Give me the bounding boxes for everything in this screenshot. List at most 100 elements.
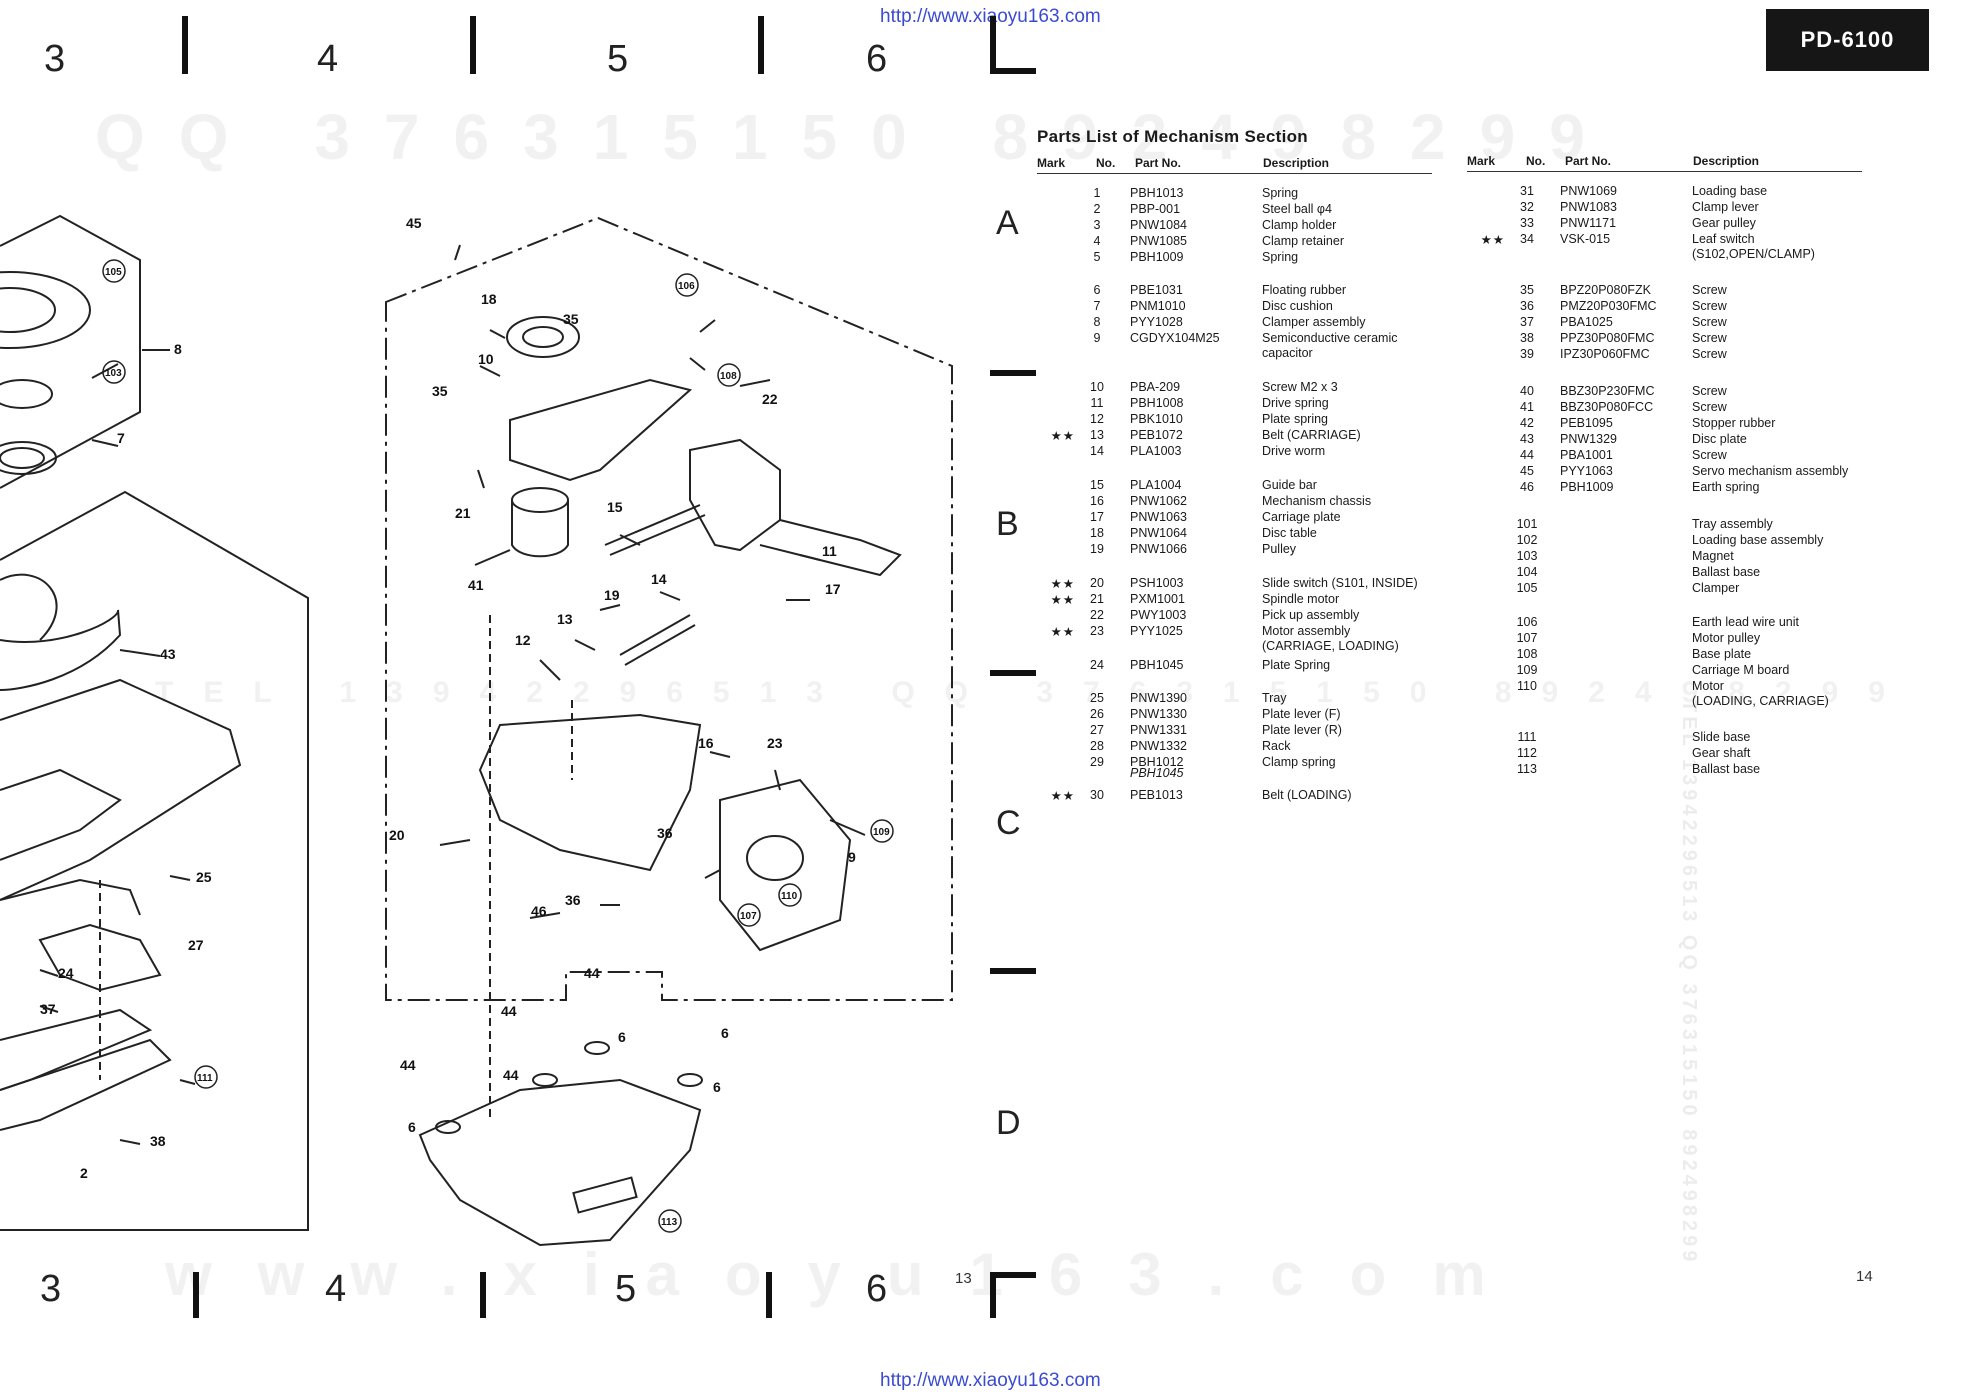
zone-number-top: 3 (44, 38, 66, 80)
number-cell: 43 (1520, 432, 1534, 446)
description-cell: Mechanism chassis (1262, 494, 1372, 508)
description-cell: Clamper (1692, 581, 1740, 595)
zone-letter: C (996, 804, 1021, 842)
description-cell-continued: capacitor (1262, 346, 1313, 360)
header-rule-left (1037, 173, 1432, 174)
column-header-no: No. (1096, 156, 1116, 170)
zone-divider (182, 16, 188, 74)
diagram-callout-label: 14 (651, 571, 667, 587)
parts-row: 111 Slide base (1467, 730, 1887, 760)
zone-divider (193, 1272, 199, 1318)
part-number-cell: PBA-209 (1130, 380, 1181, 394)
part-number-cell: CGDYX104M25 (1130, 331, 1220, 345)
number-cell: 46 (1520, 480, 1534, 494)
number-cell: 11 (1090, 396, 1104, 410)
diagram-callout-label: 20 (389, 827, 405, 843)
diagram-callout-label: 103 (105, 368, 122, 379)
column-header-mark: Mark (1037, 156, 1066, 170)
part-number-cell: PNW1063 (1130, 510, 1187, 524)
part-number-cell: PNW1066 (1130, 542, 1187, 556)
mark-cell: ★★ (1050, 789, 1075, 803)
part-number-cell: PBP-001 (1130, 202, 1181, 216)
description-cell: Slide switch (S101, INSIDE) (1262, 576, 1418, 590)
callout-circle (102, 360, 126, 384)
diagram-callout-label: 6 (713, 1079, 721, 1095)
number-cell: 4 (1093, 234, 1101, 248)
zone-corner (990, 1272, 1036, 1278)
number-cell: 23 (1090, 624, 1104, 638)
part-number-cell: PMZ20P030FMC (1560, 299, 1657, 313)
watermark-bottom: www.xiaoyu163.com (165, 1241, 1532, 1308)
number-cell: 17 (1090, 510, 1104, 524)
description-cell: Plate Spring (1262, 658, 1331, 672)
number-cell: 112 (1517, 746, 1537, 760)
model-badge: PD-6100 (1766, 9, 1929, 71)
number-cell: 35 (1520, 283, 1534, 297)
diagram-callout-label: 107 (740, 911, 757, 922)
number-cell: 108 (1516, 647, 1538, 661)
diagram-callout-label: 23 (767, 735, 783, 751)
part-number-cell: BBZ30P080FCC (1560, 400, 1654, 414)
watermark-top: QQ 376315150 892498299 (95, 101, 1619, 173)
part-number-cell: PEB1013 (1130, 788, 1183, 802)
description-cell: Drive spring (1262, 396, 1329, 410)
zone-divider (480, 1272, 486, 1318)
number-cell: 111 (1517, 730, 1537, 744)
description-cell: Slide base (1692, 730, 1751, 744)
callout-circle (870, 819, 894, 843)
zone-divider (766, 1272, 772, 1318)
diagram-callout-label: 44 (400, 1057, 416, 1073)
number-cell: 45 (1520, 464, 1534, 478)
page-number-left: 13 (955, 1270, 972, 1287)
description-cell: Disc cushion (1262, 299, 1333, 313)
diagram-callout-label: 36 (565, 892, 581, 908)
diagram-callout-label: 16 (698, 735, 714, 751)
diagram-callout-label: 45 (406, 215, 422, 231)
diagram-callout-label: 109 (873, 827, 890, 838)
number-cell: 40 (1520, 384, 1534, 398)
part-number-cell: PBH1008 (1130, 396, 1184, 410)
number-cell: 105 (1516, 581, 1538, 595)
diagram-callout-label: 6 (721, 1025, 729, 1041)
diagram-callout-label: 35 (563, 311, 579, 327)
part-number-cell: PBH1009 (1560, 480, 1614, 494)
number-cell: 44 (1520, 448, 1534, 462)
diagram-callout-label: 111 (197, 1073, 213, 1084)
description-cell: Pick up assembly (1262, 608, 1360, 622)
number-cell: 102 (1516, 533, 1538, 547)
description-cell: Motor (1692, 679, 1724, 693)
number-cell: 22 (1090, 608, 1104, 622)
diagram-callout-label: 24 (58, 965, 74, 981)
part-number-cell: PYY1025 (1130, 624, 1183, 638)
part-number-cell: PBH1009 (1130, 250, 1184, 264)
number-cell: 19 (1090, 542, 1104, 556)
diagram-callout-label: 108 (720, 371, 737, 382)
number-cell: 6 (1093, 283, 1101, 297)
source-url-bottom[interactable]: http://www.xiaoyu163.com (880, 1370, 1101, 1391)
number-cell: 27 (1090, 723, 1104, 737)
part-number-cell: PBK1010 (1130, 412, 1183, 426)
description-cell: Plate lever (F) (1262, 707, 1341, 721)
description-cell-continued: (LOADING, CARRIAGE) (1692, 694, 1829, 708)
diagram-callout-label: 38 (150, 1133, 166, 1149)
part-number-cell: PNW1329 (1560, 432, 1617, 446)
part-number-cell: PLA1003 (1130, 444, 1182, 458)
